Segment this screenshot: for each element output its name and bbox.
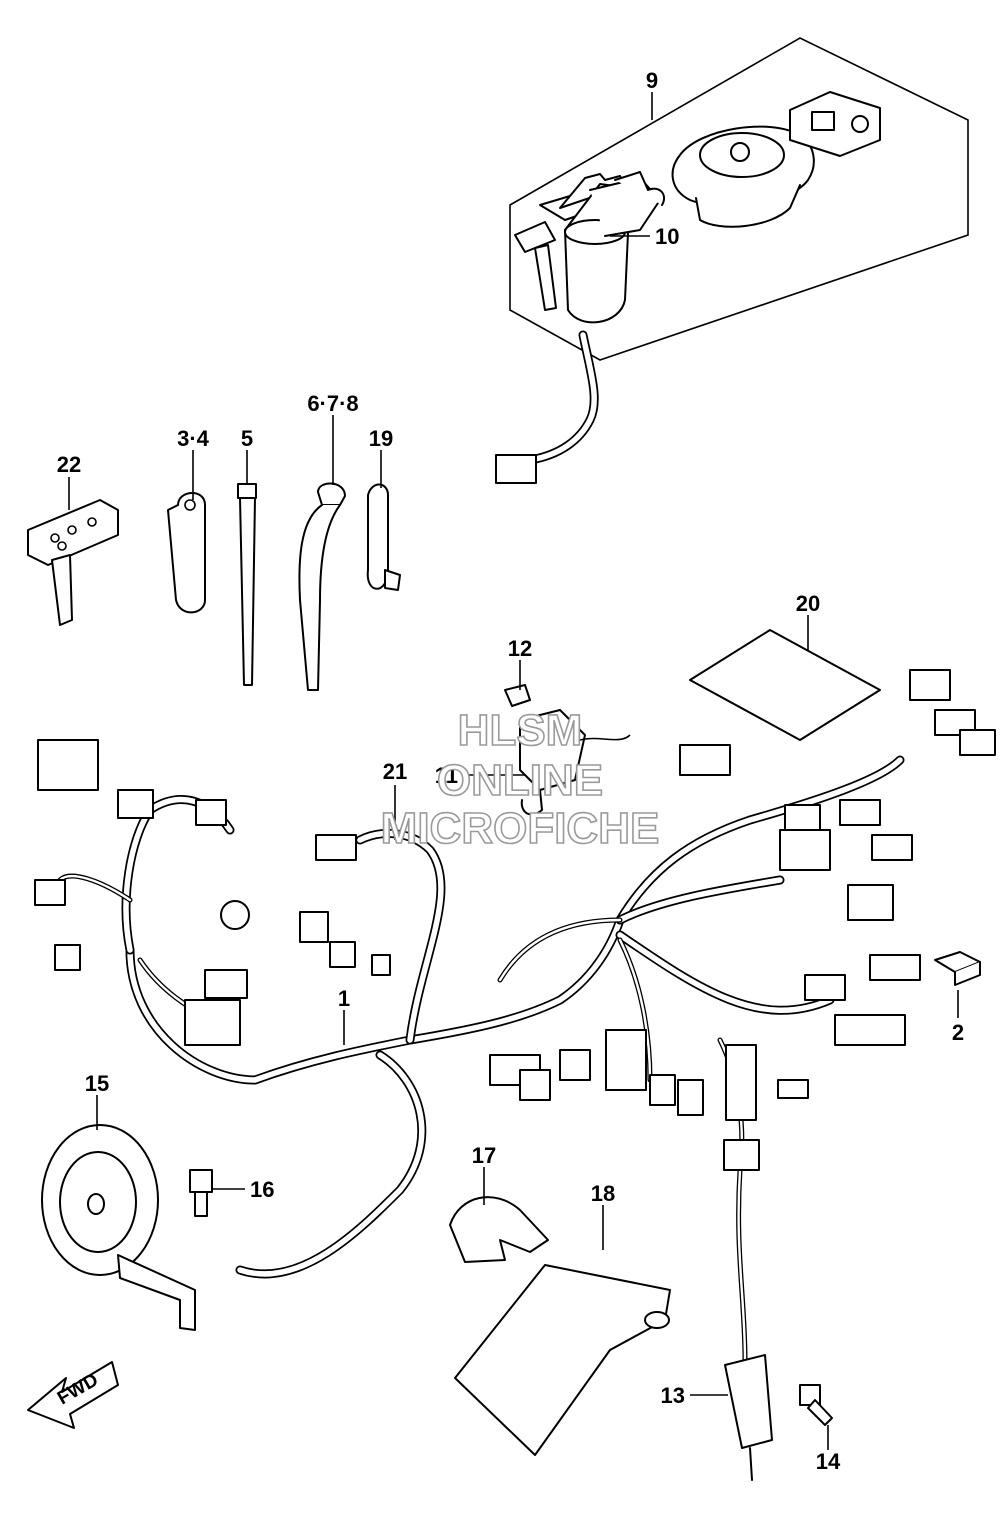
cover	[449, 1196, 549, 1263]
callout-21: 21	[383, 759, 407, 784]
connector-f	[184, 999, 241, 1046]
connector-af	[777, 1079, 809, 1099]
connector-t	[679, 744, 731, 776]
connector-d	[34, 879, 66, 906]
callout-13: 13	[661, 1383, 685, 1408]
fuse	[934, 951, 981, 986]
connector-y	[784, 804, 821, 831]
seat-lock	[789, 91, 881, 157]
callout-19: 19	[369, 426, 393, 451]
ignition-switch	[514, 171, 666, 324]
connector-n	[519, 1069, 551, 1101]
wiring-label	[689, 629, 881, 741]
connector-w	[839, 799, 881, 826]
relay	[504, 684, 631, 816]
watermark-line1: HLSM	[458, 706, 583, 755]
connector-ad	[804, 974, 846, 1001]
watermark: HLSM ONLINE MICROFICHE	[380, 705, 660, 854]
connector-ab	[959, 729, 996, 756]
bracket	[454, 1264, 671, 1456]
watermark-line2: ONLINE	[437, 756, 603, 805]
connector-z	[909, 669, 951, 701]
sensor	[723, 1139, 773, 1481]
connector-a	[37, 739, 99, 791]
callout-6-7-8: 6·7·8	[307, 391, 358, 416]
lock-set-outline	[509, 37, 969, 361]
key	[27, 499, 119, 626]
connector-h	[220, 900, 250, 930]
horn	[41, 1124, 196, 1331]
connector-o	[559, 1049, 591, 1081]
fuel-cap	[671, 125, 815, 228]
fwd-arrow: FWD	[27, 1361, 119, 1429]
callout-5: 5	[241, 426, 253, 451]
connector-s	[725, 1044, 757, 1121]
callout-14: 14	[816, 1449, 841, 1474]
callout-15: 15	[85, 1071, 109, 1096]
callout-labels: 9 10 22 3·4 5 6·7·8 19 20 12 11 21 1 2 1…	[57, 68, 964, 1474]
bolt-14	[799, 1384, 833, 1426]
callout-22: 22	[57, 452, 81, 477]
connector-ae	[869, 954, 921, 981]
connector-v	[847, 884, 894, 921]
connector-p	[605, 1029, 647, 1091]
connector-u	[779, 829, 831, 871]
cable-tie	[237, 483, 257, 686]
callout-17: 17	[472, 1143, 496, 1168]
ignition-connector	[495, 454, 537, 484]
callout-11: 11	[435, 763, 458, 788]
connector-c	[195, 799, 227, 826]
callout-3-4: 3·4	[177, 426, 210, 451]
connector-l	[371, 954, 391, 976]
connector-q	[649, 1074, 676, 1106]
bolt-16	[189, 1169, 213, 1217]
clamp-19	[366, 483, 401, 591]
connector-b	[117, 789, 154, 819]
lock-set-assembly	[495, 37, 969, 484]
callout-1: 1	[338, 986, 350, 1011]
callout-18: 18	[591, 1181, 615, 1206]
connector-i	[315, 834, 357, 861]
callout-16: 16	[250, 1177, 274, 1202]
callout-2: 2	[952, 1020, 964, 1045]
connector-j	[299, 911, 329, 943]
callout-20: 20	[796, 591, 820, 616]
connector-r	[677, 1079, 704, 1116]
connector-x	[871, 834, 913, 861]
clamp-band	[298, 482, 346, 691]
clamp	[167, 492, 206, 614]
connector-ac	[834, 1014, 906, 1046]
connector-k	[329, 941, 356, 968]
connector-e	[54, 944, 81, 971]
callout-9: 9	[646, 68, 658, 93]
wiring-harness	[34, 669, 996, 1363]
leader-lines	[68, 92, 959, 1450]
callout-12: 12	[508, 636, 532, 661]
connector-g	[204, 969, 248, 999]
watermark-line3: MICROFICHE	[381, 804, 660, 853]
callout-10: 10	[655, 224, 679, 249]
